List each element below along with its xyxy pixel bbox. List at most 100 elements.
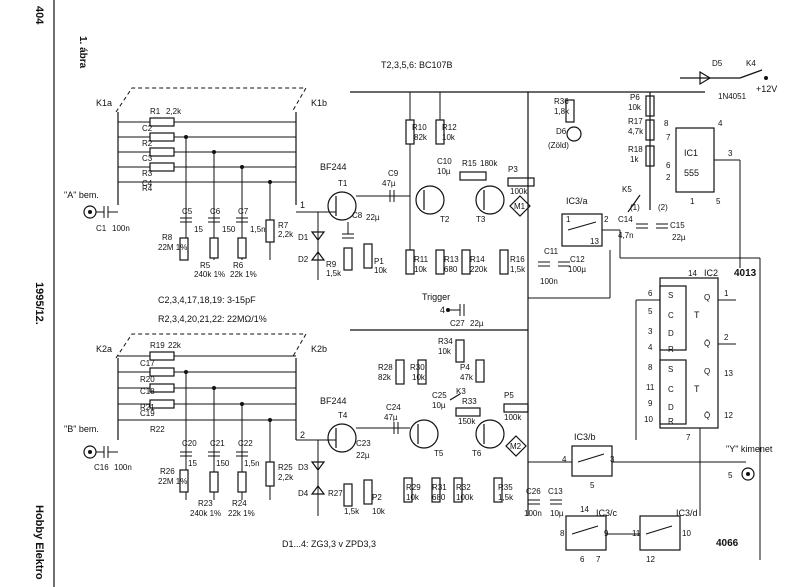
ic3-part-label: 4066 (716, 538, 739, 549)
input-a-label: "A" bem. (64, 190, 99, 200)
svg-text:5: 5 (648, 307, 653, 316)
svg-text:R8: R8 (162, 233, 173, 242)
svg-text:3: 3 (728, 149, 733, 158)
svg-text:BF244: BF244 (320, 396, 347, 406)
svg-text:2,2k: 2,2k (278, 230, 294, 239)
switch-k1-gang (115, 87, 307, 113)
transistor-t6 (475, 419, 505, 449)
potentiometer-p3[interactable] (507, 177, 535, 187)
potentiometer-p1[interactable] (363, 243, 373, 269)
svg-text:3: 3 (648, 327, 653, 336)
resistor-r25 (265, 461, 275, 487)
svg-text:100µ: 100µ (568, 265, 586, 274)
svg-text:82k: 82k (414, 133, 428, 142)
switch-k2b-label: K2b (311, 344, 327, 354)
ic3b-switch (571, 445, 613, 477)
svg-text:2,2k: 2,2k (166, 107, 182, 116)
svg-text:14: 14 (688, 269, 697, 278)
svg-text:P2: P2 (372, 493, 382, 502)
svg-text:R17: R17 (628, 117, 643, 126)
svg-text:150: 150 (222, 225, 236, 234)
svg-text:220k: 220k (470, 265, 488, 274)
diode-note: D1...4: ZG3,3 v ZPD3,3 (282, 539, 376, 549)
switch-k5[interactable] (627, 194, 641, 213)
output-label: "Y" kimenet (726, 444, 773, 454)
resistor-r30 (417, 359, 427, 385)
svg-text:C12: C12 (570, 255, 585, 264)
svg-text:T5: T5 (434, 449, 444, 458)
svg-text:10µ: 10µ (550, 509, 564, 518)
svg-text:8: 8 (648, 363, 653, 372)
switch-k3[interactable] (449, 393, 461, 401)
ic3d-switch (639, 515, 681, 551)
transistor-t2 (415, 185, 445, 215)
svg-text:R27: R27 (328, 489, 343, 498)
svg-text:T4: T4 (338, 411, 348, 420)
svg-text:(1): (1) (630, 203, 640, 212)
svg-text:C8: C8 (352, 211, 363, 220)
svg-text:R: R (668, 345, 674, 354)
svg-text:22k: 22k (168, 341, 182, 350)
svg-text:150k: 150k (458, 417, 476, 426)
svg-text:7: 7 (666, 133, 671, 142)
svg-text:5: 5 (728, 471, 733, 480)
svg-text:R32: R32 (456, 483, 471, 492)
svg-text:R30: R30 (410, 363, 425, 372)
svg-text:R3: R3 (142, 169, 153, 178)
svg-text:100n: 100n (114, 463, 132, 472)
svg-text:D3: D3 (298, 463, 309, 472)
resistor-r31 (431, 477, 441, 503)
potentiometer-p4[interactable] (475, 359, 485, 383)
svg-text:9: 9 (648, 399, 653, 408)
resistor-r27 (343, 483, 353, 507)
transistor-t1 (318, 191, 357, 221)
svg-text:100k: 100k (456, 493, 474, 502)
output-y-jack[interactable] (741, 467, 755, 481)
svg-text:IC3/b: IC3/b (574, 432, 596, 442)
switch-k1b-label: K1b (311, 98, 327, 108)
potentiometer-p2[interactable] (363, 479, 373, 505)
resistor-r35 (493, 477, 503, 503)
transistor-t3 (475, 185, 505, 215)
input-a-jack[interactable] (83, 205, 97, 219)
svg-text:P6: P6 (630, 93, 640, 102)
svg-text:100n: 100n (540, 277, 558, 286)
svg-text:R36: R36 (554, 97, 569, 106)
svg-text:R26: R26 (160, 467, 175, 476)
svg-text:100n: 100n (112, 224, 130, 233)
svg-text:1N4051: 1N4051 (718, 92, 747, 101)
svg-text:D2: D2 (298, 255, 309, 264)
svg-text:R16: R16 (510, 255, 525, 264)
svg-text:555: 555 (684, 168, 699, 178)
svg-text:C9: C9 (388, 169, 399, 178)
svg-text:12: 12 (724, 411, 733, 420)
switch-k2-gang (115, 333, 307, 359)
switch-k4[interactable] (739, 69, 763, 79)
svg-text:C25: C25 (432, 391, 447, 400)
svg-text:C20: C20 (182, 439, 197, 448)
svg-text:R18: R18 (628, 145, 643, 154)
svg-text:R9: R9 (326, 260, 337, 269)
input-b-jack[interactable] (83, 445, 97, 459)
svg-text:150: 150 (216, 459, 230, 468)
led-d6 (566, 126, 582, 142)
svg-text:K3: K3 (456, 387, 466, 396)
meter-m1: M1 (509, 195, 531, 217)
resistor-r23 (209, 471, 219, 493)
page-number: 404 (33, 6, 45, 25)
svg-text:47µ: 47µ (384, 413, 398, 422)
svg-text:S: S (668, 365, 673, 374)
resistor-r15 (459, 171, 487, 181)
issue-label: 1995/12. (33, 282, 45, 325)
svg-text:C19: C19 (140, 409, 155, 418)
svg-text:1,5n: 1,5n (250, 225, 266, 234)
svg-text:Q: Q (704, 367, 710, 376)
svg-text:D: D (668, 403, 674, 412)
svg-text:R14: R14 (470, 255, 485, 264)
resistor-r2 (149, 132, 175, 142)
potentiometer-p5[interactable] (503, 403, 529, 413)
svg-text:2: 2 (300, 430, 305, 440)
svg-text:IC3/c: IC3/c (596, 508, 618, 518)
svg-text:M1: M1 (514, 202, 526, 211)
